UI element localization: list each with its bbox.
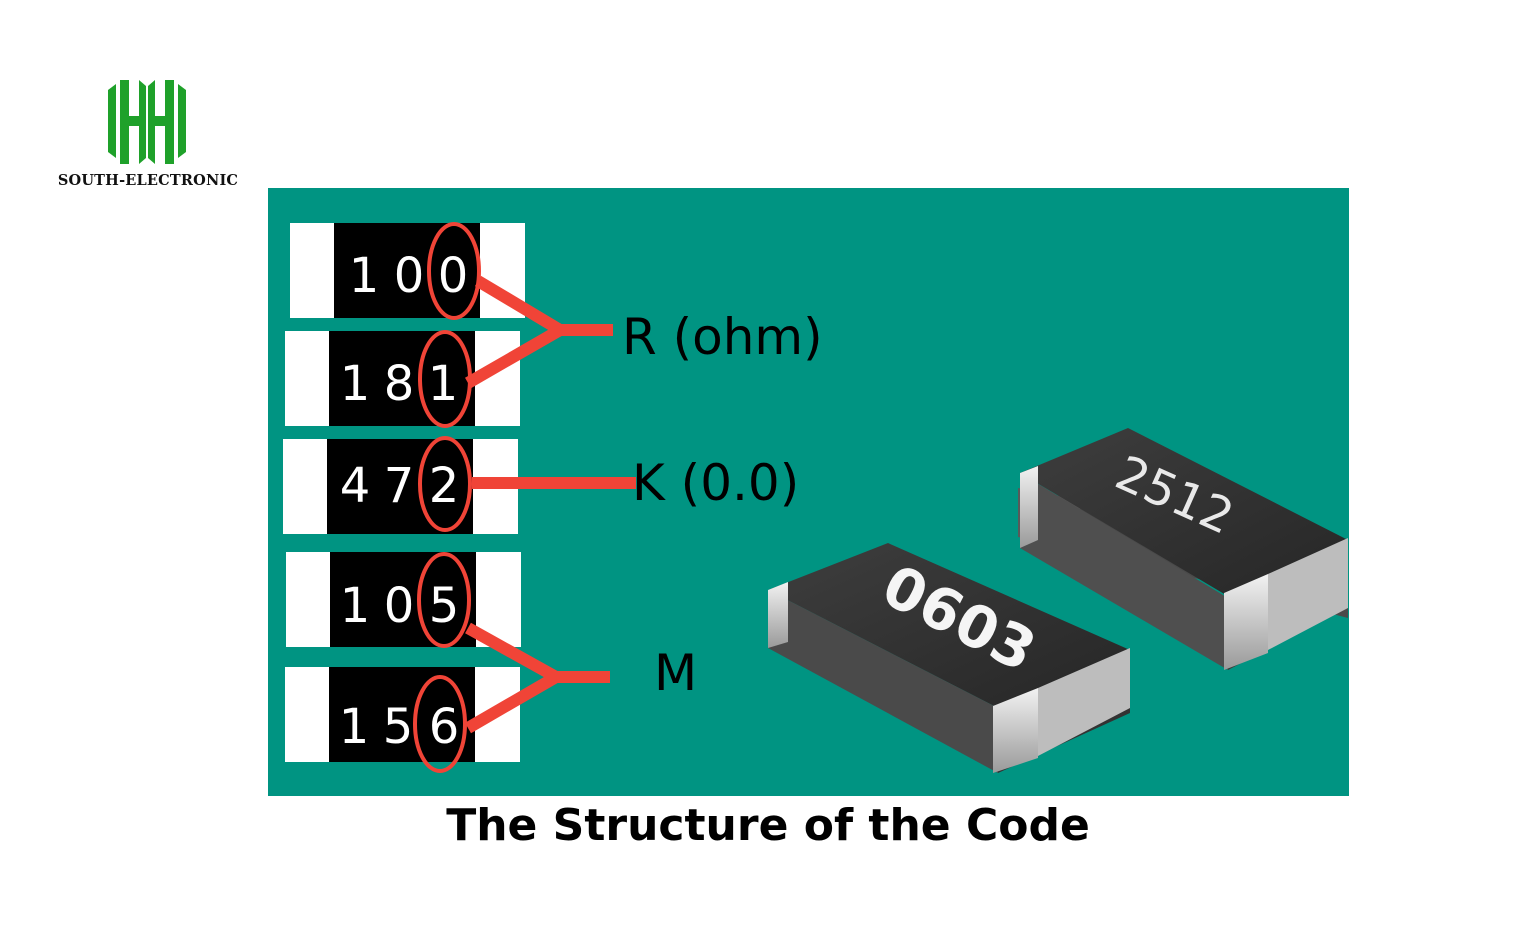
diagram-caption: The Structure of the Code: [446, 800, 1090, 851]
resistor-body: [329, 331, 475, 426]
resistor-row: 1 0 0: [290, 223, 525, 318]
code-digit: 1: [428, 356, 459, 412]
code-digit: 1: [349, 248, 380, 304]
label-r-ohm: R (ohm): [622, 308, 823, 366]
highlight-circle: [418, 330, 472, 428]
code-digit: 0: [394, 248, 425, 304]
code-digit: 1: [340, 356, 371, 412]
resistor-body: [327, 439, 473, 534]
code-digit: 1: [339, 699, 370, 755]
highlight-circles: [413, 222, 481, 773]
code-digit: 5: [429, 578, 460, 634]
highlight-circle: [418, 436, 472, 532]
diagram-panel: 1 0 0 1 8 1 4 7 2 1 0 5 1: [268, 188, 1349, 796]
chip-2512: 2512: [1018, 428, 1348, 670]
label-m: M: [654, 644, 697, 702]
resistor-body: [334, 223, 480, 318]
connector-lines: [464, 275, 636, 734]
connector-line: [465, 324, 563, 389]
highlight-circle: [413, 675, 467, 773]
highlight-circle: [417, 552, 471, 648]
resistor-row: 4 7 2: [283, 439, 518, 534]
code-digit: 7: [384, 458, 415, 514]
brand-logo: SOUTH-ELECTRONIC: [48, 72, 248, 192]
code-digit: 5: [383, 699, 414, 755]
logo-text: SOUTH-ELECTRONIC: [57, 172, 239, 189]
code-digit: 1: [340, 578, 371, 634]
highlight-circle: [427, 222, 481, 320]
code-digit: 6: [429, 699, 460, 755]
code-digit: 2: [429, 458, 460, 514]
code-digit: 0: [384, 578, 415, 634]
label-k: K (0.0): [632, 454, 799, 512]
logo-mark-icon: [108, 80, 186, 164]
code-digit: 0: [438, 248, 469, 304]
diagram-svg: 1 0 0 1 8 1 4 7 2 1 0 5 1: [283, 222, 1348, 773]
resistor-body: [330, 552, 476, 647]
connector-line: [464, 671, 560, 734]
code-digit: 4: [340, 458, 371, 514]
code-digit: 8: [384, 356, 415, 412]
